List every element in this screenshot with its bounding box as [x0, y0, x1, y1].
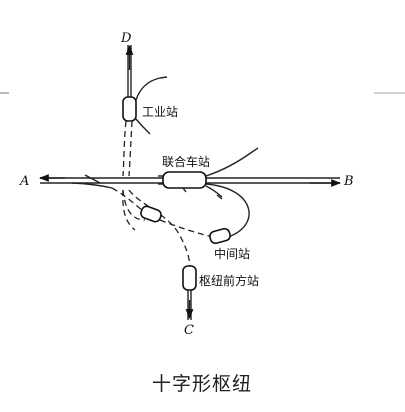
industrial-station	[122, 96, 137, 122]
line-d	[125, 45, 134, 98]
junction-node	[140, 205, 162, 223]
union-loop	[205, 183, 250, 238]
intermediate-station-label: 中间站	[214, 246, 250, 261]
industrial-connector	[122, 120, 127, 177]
hub-front-station-label: 枢纽前方站	[199, 273, 259, 288]
union-station-label: 联合车站	[162, 154, 210, 169]
industrial-station-area	[122, 76, 168, 135]
intermediate-station	[209, 227, 231, 245]
industrial-station-label: 工业站	[142, 105, 178, 119]
figure-caption: 十字形枢纽	[152, 373, 252, 395]
hub-front-station	[182, 265, 197, 291]
terminal-d-label: D	[120, 31, 132, 46]
main-line-a-b	[39, 174, 341, 189]
dashed-connector-3	[122, 189, 146, 221]
dashed-connector-4	[128, 189, 191, 269]
union-station-area	[158, 147, 259, 200]
terminal-b-label: B	[343, 174, 354, 189]
terminal-c-label: C	[184, 323, 194, 338]
terminal-a-label: A	[19, 174, 29, 189]
dashed-connector-2	[159, 219, 214, 238]
line-c	[182, 265, 197, 320]
union-station	[162, 171, 207, 189]
dashed-connector-5	[122, 189, 136, 231]
